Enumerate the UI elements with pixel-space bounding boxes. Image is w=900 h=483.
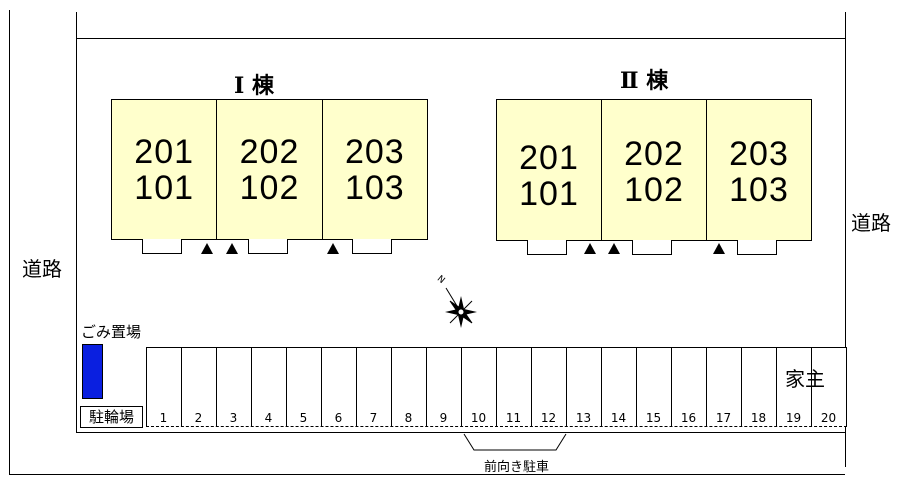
parking-space-number: 20 bbox=[820, 411, 837, 425]
parking-space bbox=[217, 348, 252, 426]
parking-space bbox=[777, 348, 812, 426]
stair-entrance-marker bbox=[713, 243, 725, 254]
unit-lower-number: 102 bbox=[624, 171, 684, 209]
parking-space bbox=[532, 348, 567, 426]
parking-space-number: 3 bbox=[229, 411, 238, 425]
site-bottom-boundary bbox=[76, 432, 846, 433]
unit-202-102: 202 102 bbox=[602, 100, 707, 240]
stair-entrance-marker bbox=[201, 243, 213, 254]
unit-201-101: 201 101 bbox=[497, 100, 602, 240]
parking-space-number: 13 bbox=[575, 411, 592, 425]
stair-entrance-marker bbox=[327, 243, 339, 254]
site-top-boundary bbox=[76, 38, 846, 39]
parking-space bbox=[147, 348, 182, 426]
unit-203-103: 203 103 bbox=[707, 100, 811, 240]
parking-space bbox=[427, 348, 462, 426]
parking-space-number: 15 bbox=[645, 411, 662, 425]
parking-space-number: 11 bbox=[505, 411, 522, 425]
parking-space bbox=[602, 348, 637, 426]
parking-space bbox=[252, 348, 287, 426]
parking-space bbox=[182, 348, 217, 426]
unit-upper-number: 202 bbox=[239, 133, 300, 171]
road-label-left: 道路 bbox=[22, 257, 62, 281]
parking-space bbox=[392, 348, 427, 426]
unit-lower-number: 102 bbox=[239, 169, 300, 207]
parking-space bbox=[497, 348, 532, 426]
parking-space-number: 9 bbox=[439, 411, 448, 425]
unit-202-102: 202 102 bbox=[217, 100, 323, 239]
parking-space-number: 19 bbox=[785, 411, 802, 425]
stair-entrance-marker bbox=[226, 243, 238, 254]
entrance-step bbox=[632, 240, 672, 255]
site-left-boundary bbox=[76, 12, 77, 432]
parking-space-number: 10 bbox=[470, 411, 487, 425]
unit-201-101: 201 101 bbox=[112, 100, 218, 239]
unit-lower-number: 103 bbox=[344, 169, 405, 207]
parking-space bbox=[637, 348, 672, 426]
parking-space bbox=[357, 348, 392, 426]
owner-parking-label: 家主 bbox=[785, 367, 825, 391]
unit-upper-number: 201 bbox=[134, 132, 195, 171]
parking-space bbox=[322, 348, 357, 426]
front-road-edge bbox=[9, 474, 845, 475]
unit-upper-number: 202 bbox=[624, 135, 684, 173]
entrance-step bbox=[142, 239, 182, 254]
parking-lot bbox=[146, 347, 847, 427]
front-parking-bracket bbox=[463, 433, 567, 451]
parking-space-number: 5 bbox=[299, 411, 308, 425]
parking-space-number: 4 bbox=[264, 411, 273, 425]
unit-lower-number: 103 bbox=[729, 171, 789, 209]
unit-upper-number: 203 bbox=[729, 135, 789, 173]
unit-upper-number: 201 bbox=[519, 139, 579, 177]
parking-space-number: 14 bbox=[610, 411, 627, 425]
parking-space bbox=[462, 348, 497, 426]
parking-space-number: 12 bbox=[540, 411, 557, 425]
building-1: 201 101 202 102 203 103 bbox=[111, 99, 428, 240]
building-1-title: Ⅰ 棟 bbox=[234, 73, 274, 99]
bicycle-parking-label: 駐輪場 bbox=[80, 406, 143, 428]
compass-north-label: N bbox=[435, 274, 447, 286]
unit-203-103: 203 103 bbox=[323, 100, 427, 239]
parking-space bbox=[707, 348, 742, 426]
parking-space bbox=[567, 348, 602, 426]
road-label-right: 道路 bbox=[851, 211, 891, 235]
unit-lower-number: 101 bbox=[134, 168, 195, 207]
parking-space bbox=[287, 348, 322, 426]
parking-space-number: 2 bbox=[194, 411, 203, 425]
entrance-step bbox=[352, 239, 392, 254]
garbage-area-label: ごみ置場 bbox=[81, 323, 142, 341]
parking-space-number: 17 bbox=[715, 411, 732, 425]
parking-space-number: 1 bbox=[159, 411, 168, 425]
unit-upper-number: 203 bbox=[344, 133, 405, 171]
front-parking-label: 前向き駐車 bbox=[484, 460, 550, 475]
site-right-boundary bbox=[845, 12, 846, 467]
site-left-road-edge bbox=[9, 10, 10, 475]
stair-entrance-marker bbox=[584, 243, 596, 254]
entrance-step bbox=[527, 240, 567, 255]
compass-rose-icon: N bbox=[435, 274, 477, 328]
building-2: 201 101 202 102 203 103 bbox=[496, 99, 812, 241]
parking-space-number: 6 bbox=[334, 411, 343, 425]
parking-space bbox=[742, 348, 777, 426]
unit-lower-number: 101 bbox=[519, 175, 579, 213]
parking-space-number: 16 bbox=[680, 411, 697, 425]
entrance-step bbox=[737, 240, 777, 255]
parking-space-number: 18 bbox=[750, 411, 767, 425]
parking-space-number: 8 bbox=[404, 411, 413, 425]
garbage-area bbox=[82, 344, 103, 399]
entrance-step bbox=[248, 239, 288, 254]
building-2-title: Ⅱ 棟 bbox=[620, 68, 669, 94]
parking-space-number: 7 bbox=[369, 411, 378, 425]
parking-space bbox=[672, 348, 707, 426]
stair-entrance-marker bbox=[608, 243, 620, 254]
